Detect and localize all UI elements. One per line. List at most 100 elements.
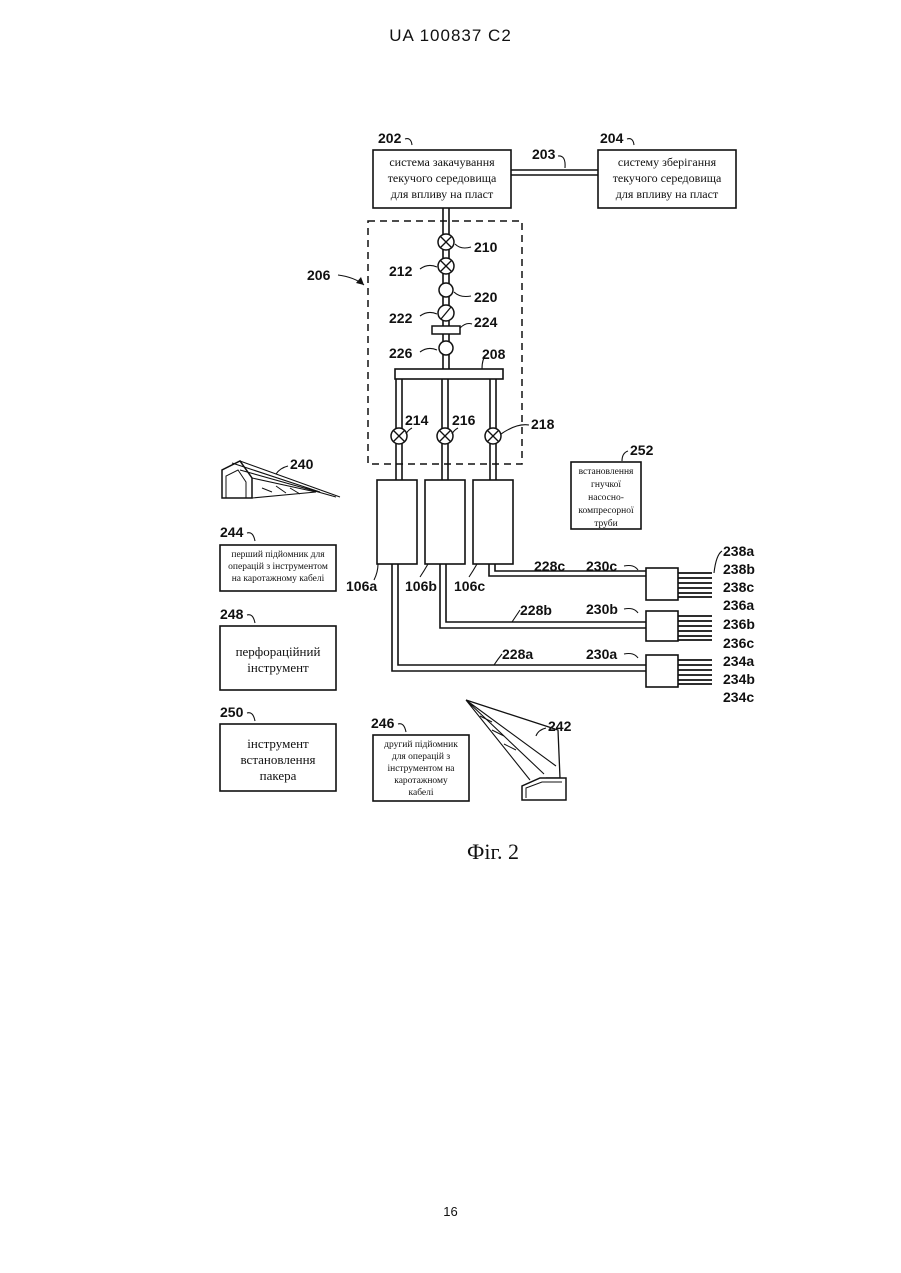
ref-236a: 236a: [723, 597, 754, 613]
splitter-230c: [646, 568, 678, 600]
ref-228c: 228c: [534, 558, 565, 574]
ref-238c: 238c: [723, 579, 754, 595]
well-106b: [425, 480, 465, 564]
ref-242-leader: [536, 728, 546, 736]
ref-244: 244: [220, 524, 244, 540]
ref-202: 202: [378, 130, 402, 146]
packer-tool-box: інструмент встановлення пакера: [220, 724, 336, 791]
ref-226: 226: [389, 345, 413, 361]
coiled-tubing-box: встановлення гнучкої насосно- компресорн…: [571, 462, 641, 529]
ref-226-leader: [420, 348, 437, 352]
ref-210: 210: [474, 239, 498, 255]
well-106c: [473, 480, 513, 564]
gauge-220: [439, 283, 453, 297]
ref-224-leader: [460, 324, 472, 329]
ref-230a: 230a: [586, 646, 617, 662]
ref-203: 203: [532, 146, 556, 162]
box-252-line-2: гнучкої: [591, 480, 621, 490]
ref-230b: 230b: [586, 601, 618, 617]
ref-222-leader: [420, 312, 437, 316]
ref-242: 242: [548, 718, 572, 734]
splitter-230a: [646, 655, 678, 687]
ref-228b-leader: [512, 610, 520, 622]
ref-218-leader: [501, 425, 529, 434]
box-248-line-2: інструмент: [247, 660, 309, 675]
page-number: 16: [0, 1204, 901, 1219]
box-248-line-1: перфораційний: [236, 644, 321, 659]
ref-230c: 230c: [586, 558, 617, 574]
splitter-230b: [646, 611, 678, 641]
ref-230a-leader: [624, 654, 638, 659]
gauge-226: [439, 341, 453, 355]
ref-212: 212: [389, 263, 413, 279]
ref-106b-leader: [420, 564, 428, 577]
manifold-208: [395, 369, 503, 379]
outputs-234: [678, 660, 712, 684]
ref-220-leader: [454, 292, 471, 297]
ref-206: 206: [307, 267, 331, 283]
box-246-line-4: каротажному: [394, 776, 448, 786]
second-hoist-box: другий підйомник для операцій з інструме…: [373, 735, 469, 801]
ref-224: 224: [474, 314, 498, 330]
box-202-line-1: система закачування: [389, 155, 495, 169]
well-106a: [377, 480, 417, 564]
ref-240-leader: [276, 466, 288, 474]
outputs-236: [678, 616, 712, 640]
ref-220: 220: [474, 289, 498, 305]
ref-230b-leader: [624, 609, 638, 614]
box-252-line-3: насосно-: [588, 493, 624, 503]
ref-238a: 238a: [723, 543, 754, 559]
box-244-line-2: операцій з інструментом: [228, 561, 328, 572]
ref-246: 246: [371, 715, 395, 731]
ref-212-leader: [420, 265, 437, 269]
ref-244-leader: [247, 533, 255, 541]
second-crane-drawing: [466, 700, 566, 800]
ref-236c: 236c: [723, 635, 754, 651]
ref-218: 218: [531, 416, 555, 432]
ref-208: 208: [482, 346, 506, 362]
ref-214-leader: [406, 428, 412, 434]
first-hoist-box: перший підйомник для операцій з інструме…: [220, 545, 336, 591]
ref-228b: 228b: [520, 602, 552, 618]
box-250-line-1: інструмент: [247, 736, 309, 751]
ref-106a: 106a: [346, 578, 377, 594]
box-252-line-1: встановлення: [579, 467, 634, 477]
ref-202-leader: [405, 139, 412, 145]
perforating-tool-box: перфораційний інструмент: [220, 626, 336, 690]
valve-212: [438, 258, 454, 274]
ref-238b: 238b: [723, 561, 755, 577]
box-204-line-2: текучого середовища: [613, 171, 722, 185]
ref-240: 240: [290, 456, 314, 472]
valve-216: [437, 428, 453, 444]
box-246-line-3: інструментом на: [387, 764, 455, 774]
box-250-line-3: пакера: [260, 768, 297, 783]
first-crane-drawing: [222, 461, 340, 498]
valve-218: [485, 428, 501, 444]
figure-caption: Фіг. 2: [467, 839, 519, 864]
box-246-line-1: другий підйомник: [384, 739, 458, 750]
ref-246-leader: [398, 724, 406, 732]
ref-250-leader: [247, 713, 255, 721]
ref-228a: 228a: [502, 646, 533, 662]
ref-216: 216: [452, 412, 476, 428]
ref-106c: 106c: [454, 578, 485, 594]
ref-203-leader: [558, 156, 565, 168]
ref-230c-leader: [624, 566, 638, 571]
box-204-line-3: для впливу на пласт: [616, 187, 719, 201]
valve-210: [438, 234, 454, 250]
box-202-line-2: текучого середовища: [388, 171, 497, 185]
box-202-line-3: для впливу на пласт: [391, 187, 494, 201]
outputs-238: [678, 573, 712, 597]
box-252-line-5: труби: [594, 518, 617, 529]
box-244-line-3: на каротажному кабелі: [232, 573, 325, 584]
ref-106c-leader: [469, 564, 477, 577]
pumping-system-box: система закачування текучого середовища …: [373, 150, 511, 208]
box-244-line-1: перший підйомник для: [231, 549, 325, 560]
ref-234c: 234c: [723, 689, 754, 705]
ref-236b: 236b: [723, 616, 755, 632]
meter-222: [438, 305, 454, 321]
ref-248-leader: [247, 615, 255, 623]
ref-204: 204: [600, 130, 624, 146]
ref-204-leader: [627, 139, 634, 145]
